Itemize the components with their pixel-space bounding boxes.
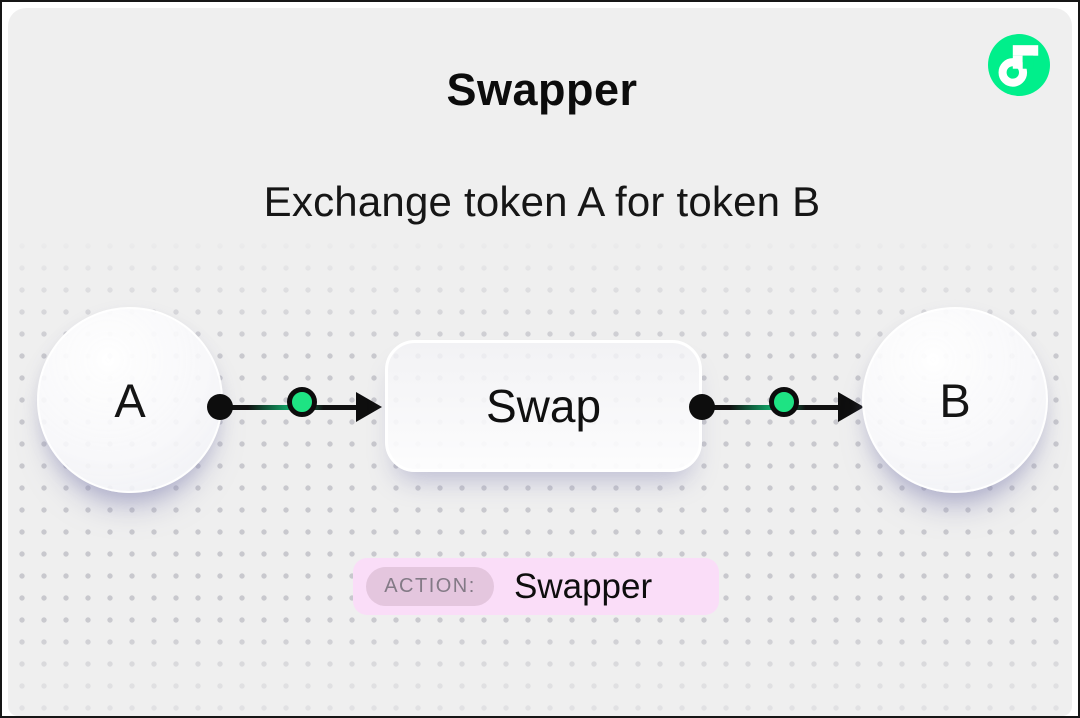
flow-logo-icon <box>988 34 1050 96</box>
token-transfer-icon <box>287 387 317 417</box>
token-b-node: B <box>862 307 1048 493</box>
token-a-label: A <box>114 373 146 427</box>
connector-swap-to-b <box>689 377 869 437</box>
connector-a-to-swap <box>207 377 387 437</box>
token-transfer-icon <box>769 387 799 417</box>
source-port-dot-icon <box>689 394 715 420</box>
arrowhead-icon <box>838 392 864 422</box>
swap-action-node: Swap <box>385 340 702 472</box>
page-subtitle: Exchange token A for token B <box>263 178 821 225</box>
action-badge-label: ACTION: <box>366 567 494 606</box>
swap-node-label: Swap <box>485 380 602 432</box>
card-panel: Swapper Exchange token A for token B A <box>8 8 1072 716</box>
arrowhead-icon <box>356 392 382 422</box>
source-port-dot-icon <box>207 394 233 420</box>
card-content: Swapper Exchange token A for token B A <box>8 8 1072 716</box>
page-title: Swapper <box>446 64 638 115</box>
token-b-label: B <box>939 373 971 427</box>
action-badge-value: Swapper <box>514 566 653 606</box>
action-badge: ACTION: Swapper <box>353 558 719 615</box>
token-a-node: A <box>37 307 223 493</box>
